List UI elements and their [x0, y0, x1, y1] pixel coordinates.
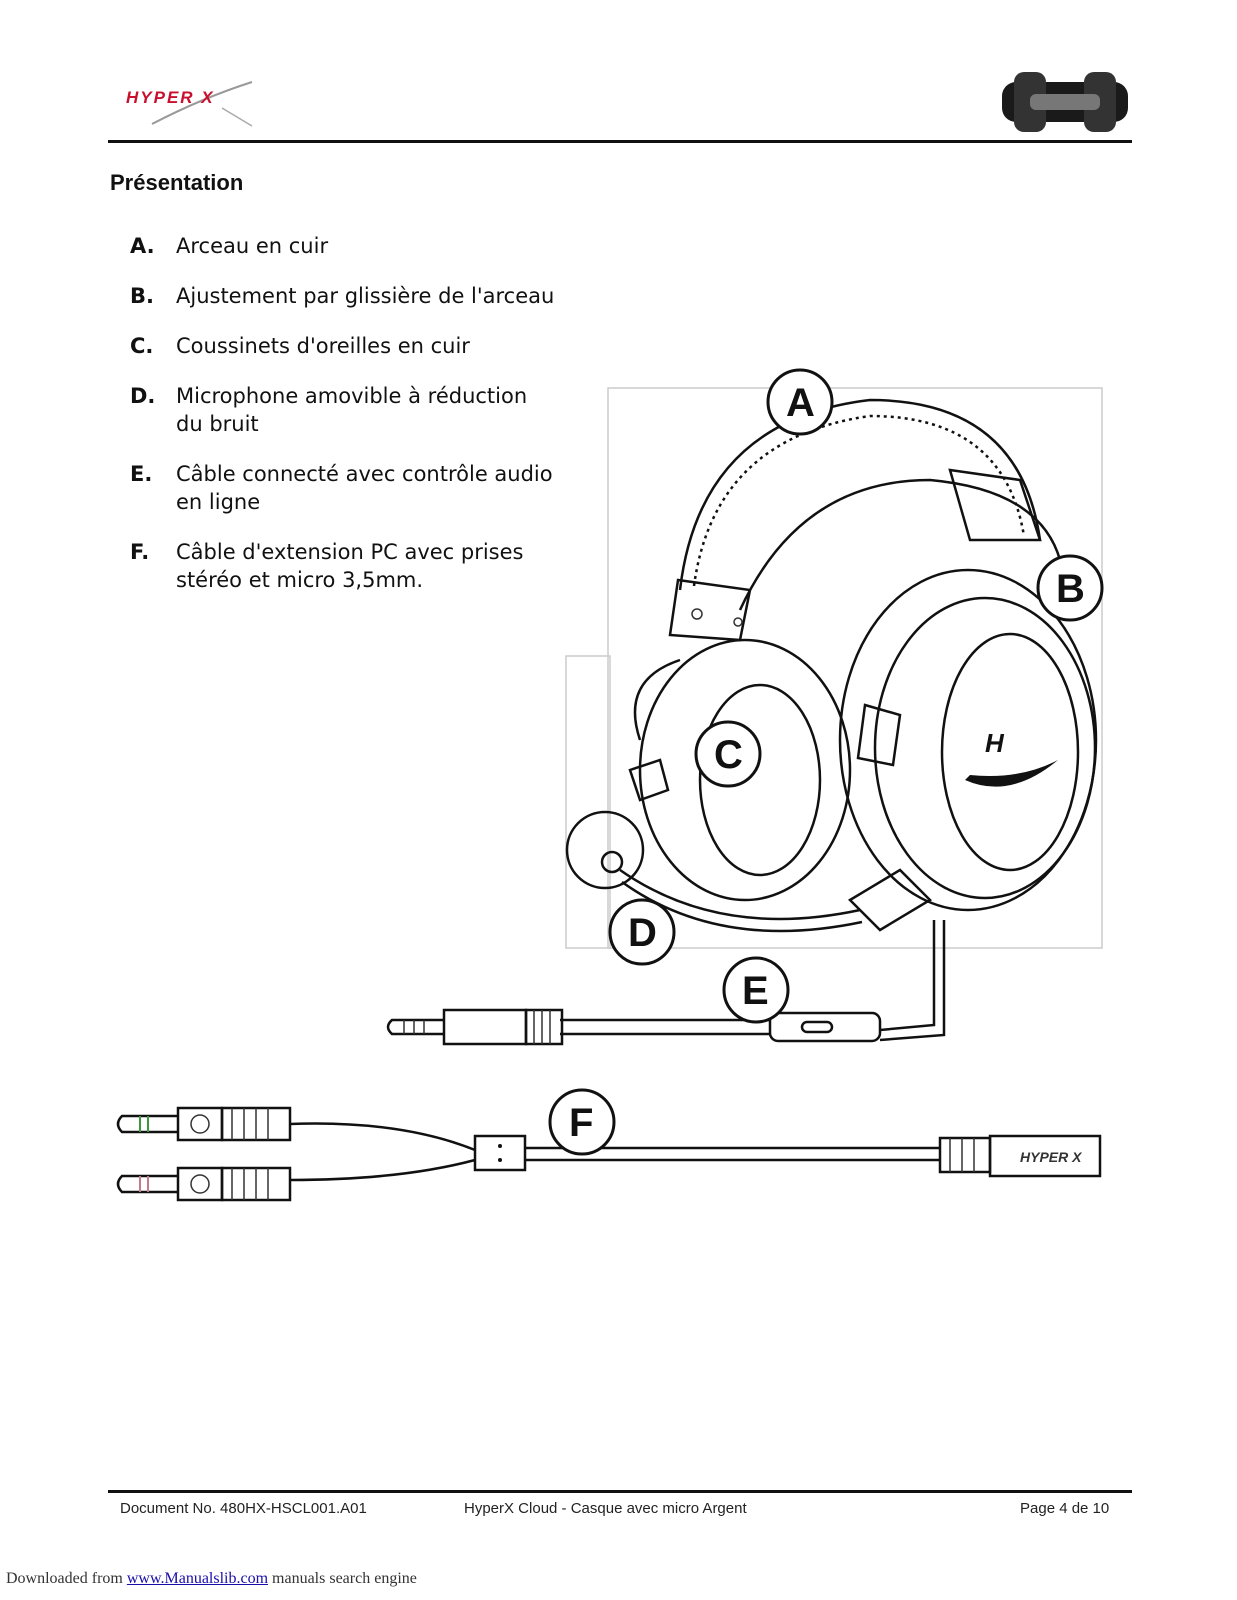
- item-letter: C.: [130, 334, 154, 358]
- label-a-text: A: [786, 381, 815, 425]
- header-rule: [108, 140, 1132, 143]
- hyperx-logo: HYPER X: [112, 78, 272, 130]
- headset-diagram: H HYPER X: [116, 368, 1104, 1202]
- label-d-text: D: [628, 911, 657, 955]
- item-letter: B.: [130, 284, 154, 308]
- download-prefix: Downloaded from: [6, 1570, 127, 1587]
- item-letter: E.: [130, 462, 153, 486]
- right-earcup-illustration: H: [838, 568, 1098, 912]
- item-text: Ajustement par glissière de l'arceau: [176, 284, 555, 308]
- cable-f-illustration: HYPER X: [116, 1106, 1102, 1202]
- list-item: D. Microphone amovible à réduction du br…: [130, 382, 570, 438]
- item-text: Arceau en cuir: [176, 234, 329, 258]
- item-letter: F.: [130, 540, 150, 564]
- diagram-frame: [607, 387, 1103, 949]
- label-f-text: F: [569, 1101, 593, 1145]
- footer-rule: [108, 1490, 1132, 1493]
- item-text: Coussinets d'oreilles en cuir: [176, 334, 470, 358]
- item-text: Câble connecté avec contrôle audio en li…: [176, 462, 553, 514]
- list-item: A. Arceau en cuir: [130, 232, 570, 260]
- label-c-text: C: [714, 733, 743, 777]
- label-b: B: [1036, 554, 1104, 622]
- list-item: E. Câble connecté avec contrôle audio en…: [130, 460, 570, 516]
- footer-title: HyperX Cloud - Casque avec micro Argent: [464, 1500, 747, 1517]
- footer-page-number: Page 4 de 10: [1020, 1500, 1110, 1517]
- microphone-boom-illustration: [565, 810, 933, 933]
- label-e: E: [722, 956, 790, 1024]
- label-b-text: B: [1056, 567, 1085, 611]
- item-letter: D.: [130, 384, 156, 408]
- headset-thumbnail-image: [1000, 68, 1130, 140]
- manualslib-link[interactable]: www.Manualslib.com: [126, 1570, 269, 1587]
- item-letter: A.: [130, 234, 155, 258]
- list-item: C. Coussinets d'oreilles en cuir: [130, 332, 570, 360]
- section-title: Présentation: [110, 170, 244, 195]
- diagram-frame-left: [565, 655, 611, 949]
- brand-mark: HYPER X: [1020, 1149, 1083, 1165]
- cable-e-illustration: [386, 920, 946, 1046]
- left-earcup-illustration: [628, 638, 852, 902]
- footer-doc-number: Document No. 480HX-HSCL001.A01: [120, 1500, 367, 1517]
- headband-illustration: [668, 398, 1062, 642]
- logo-text: HYPER X: [126, 88, 215, 107]
- download-suffix: manuals search engine: [268, 1570, 417, 1587]
- parts-list: A. Arceau en cuir B. Ajustement par glis…: [130, 232, 570, 616]
- label-a: A: [766, 368, 834, 436]
- logo-swoosh-icon: [151, 81, 253, 127]
- label-f: F: [548, 1088, 616, 1156]
- list-item: B. Ajustement par glissière de l'arceau: [130, 282, 570, 310]
- list-item: F. Câble d'extension PC avec prises stér…: [130, 538, 570, 594]
- item-text: Microphone amovible à réduction du bruit: [176, 384, 528, 436]
- label-c: C: [694, 720, 762, 788]
- svg-text:H: H: [985, 728, 1005, 758]
- label-d: D: [608, 898, 676, 966]
- label-e-text: E: [742, 969, 769, 1013]
- item-text: Câble d'extension PC avec prises stéréo …: [176, 540, 524, 592]
- download-note: Downloaded from www.Manualslib.com manua…: [6, 1570, 417, 1588]
